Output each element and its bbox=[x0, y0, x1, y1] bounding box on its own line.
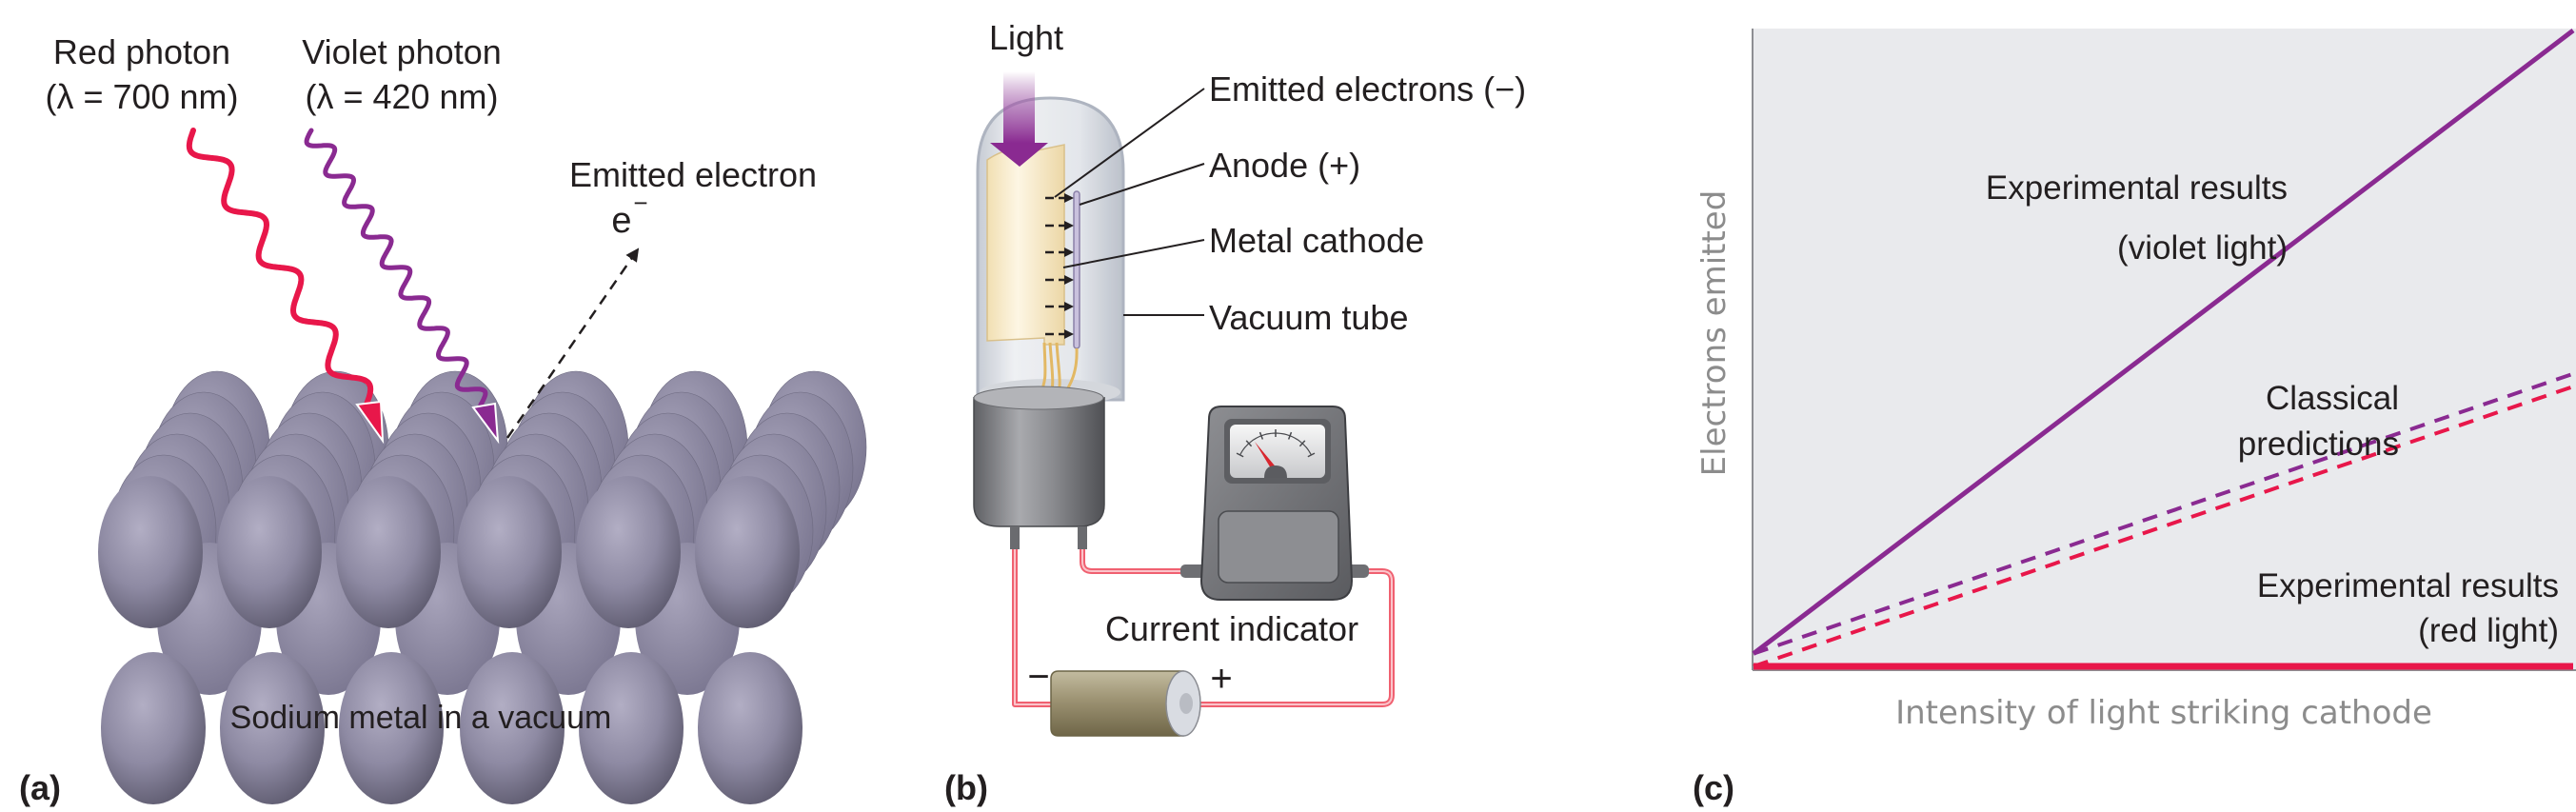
sodium-caption: Sodium metal in a vacuum bbox=[230, 700, 612, 736]
panel-label-a: (a) bbox=[19, 768, 61, 807]
current-meter bbox=[1180, 406, 1369, 601]
meter-needle bbox=[1255, 442, 1278, 473]
cathode-plate bbox=[986, 144, 1065, 346]
panel-label-c: (c) bbox=[1693, 768, 1734, 807]
tube-base bbox=[973, 386, 1105, 549]
electron-symbol-charge: − bbox=[633, 188, 647, 217]
red-photon-wavelength: (λ = 700 nm) bbox=[45, 77, 238, 116]
chart-y-label: Electrons emitted bbox=[1695, 190, 1734, 477]
electron-flow-arrows bbox=[1045, 193, 1074, 339]
label-violet-results-line2: (violet light) bbox=[2117, 229, 2288, 267]
label-classical-line2: predictions bbox=[2238, 426, 2399, 463]
callout-metal-cathode: Metal cathode bbox=[1209, 221, 1424, 260]
chart-line-experimental-results-violet-light bbox=[1752, 29, 2575, 656]
callout-line-anode bbox=[1079, 163, 1205, 206]
wire-highlight-3 bbox=[1194, 570, 1393, 705]
violet-photon-wave bbox=[304, 128, 488, 407]
callout-emitted-electrons: Emitted electrons (−) bbox=[1209, 69, 1526, 109]
light-label: Light bbox=[989, 18, 1063, 57]
light-arrow-head bbox=[990, 143, 1048, 167]
violet-photon-title: Violet photon bbox=[302, 32, 502, 71]
meter-pivot bbox=[1264, 465, 1287, 478]
tube-callouts bbox=[1054, 88, 1205, 316]
meter-dial-ticks bbox=[1236, 429, 1316, 458]
wire-to-meter bbox=[1080, 549, 1190, 574]
sodium-atom-top bbox=[695, 476, 800, 628]
battery-terminal-nub bbox=[1179, 693, 1193, 714]
base-rim bbox=[973, 386, 1104, 410]
chart-series bbox=[1752, 29, 2575, 670]
callout-vacuum-tube: Vacuum tube bbox=[1209, 298, 1408, 337]
circuit-wires bbox=[1012, 549, 1395, 707]
sodium-atom-top bbox=[217, 476, 322, 628]
sodium-atom-top bbox=[336, 476, 441, 628]
panel-b: Light bbox=[944, 18, 1526, 807]
sodium-atom-bottom bbox=[101, 652, 206, 804]
sodium-atom-top bbox=[98, 476, 203, 628]
red-photon-wave bbox=[186, 128, 374, 407]
base-cylinder bbox=[973, 396, 1105, 527]
sodium-atom-bottom bbox=[220, 652, 325, 804]
sodium-atom-bottom bbox=[460, 652, 565, 804]
pin-right bbox=[1078, 526, 1087, 549]
callout-line-electrons bbox=[1054, 88, 1205, 198]
label-red-results-line2: (red light) bbox=[2418, 612, 2559, 649]
callout-line-cathode bbox=[1062, 239, 1205, 268]
chart-line-classical-prediction-red bbox=[1753, 385, 2574, 668]
meter-dial-face bbox=[1230, 425, 1325, 478]
label-violet-results-line1: Experimental results bbox=[1986, 169, 2288, 207]
meter-tick bbox=[1307, 452, 1316, 458]
meter-tick bbox=[1236, 452, 1244, 458]
battery-negative-sign: − bbox=[1027, 656, 1049, 698]
sodium-atom-bottom bbox=[579, 652, 684, 804]
sodium-lattice bbox=[98, 370, 867, 804]
battery bbox=[1050, 670, 1201, 737]
sodium-atom-top bbox=[457, 476, 562, 628]
panel-c: Experimental results (violet light) Clas… bbox=[1693, 29, 2576, 807]
meter-scale-arc bbox=[1239, 432, 1312, 456]
electron-symbol-e: e bbox=[611, 201, 631, 241]
violet-photon-wavelength: (λ = 420 nm) bbox=[305, 77, 498, 116]
red-photon-arrowhead bbox=[355, 400, 385, 445]
sodium-atom-bottom bbox=[698, 652, 803, 804]
label-red-results-line1: Experimental results bbox=[2257, 567, 2559, 604]
current-indicator-label: Current indicator bbox=[1105, 609, 1358, 648]
red-photon-title: Red photon bbox=[53, 32, 230, 71]
violet-photon-arrowhead bbox=[471, 402, 500, 445]
light-arrow-shaft bbox=[1003, 71, 1035, 143]
electron-symbol: e − bbox=[611, 188, 647, 241]
meter-panel bbox=[1218, 510, 1339, 584]
panel-label-b: (b) bbox=[944, 768, 988, 807]
chart-line-classical-prediction-violet bbox=[1753, 371, 2574, 656]
sodium-atom-top bbox=[576, 476, 681, 628]
chart-x-label: Intensity of light striking cathode bbox=[1895, 694, 2432, 732]
emitted-electron-arrow bbox=[505, 248, 640, 439]
panel-a: Red photon (λ = 700 nm) Violet photon (λ… bbox=[19, 32, 867, 807]
anode-rod bbox=[1073, 190, 1080, 349]
sodium-atom-bottom bbox=[339, 652, 444, 804]
battery-body bbox=[1050, 670, 1184, 737]
wire-highlight-2 bbox=[1081, 549, 1190, 572]
emitted-electron-title: Emitted electron bbox=[569, 155, 817, 194]
battery-positive-sign: + bbox=[1210, 658, 1232, 700]
wire-highlight-1 bbox=[1014, 549, 1055, 705]
light-arrow bbox=[990, 71, 1048, 167]
pin-left bbox=[1010, 526, 1020, 549]
label-classical-line1: Classical bbox=[2266, 380, 2399, 417]
callout-anode: Anode (+) bbox=[1209, 146, 1360, 185]
